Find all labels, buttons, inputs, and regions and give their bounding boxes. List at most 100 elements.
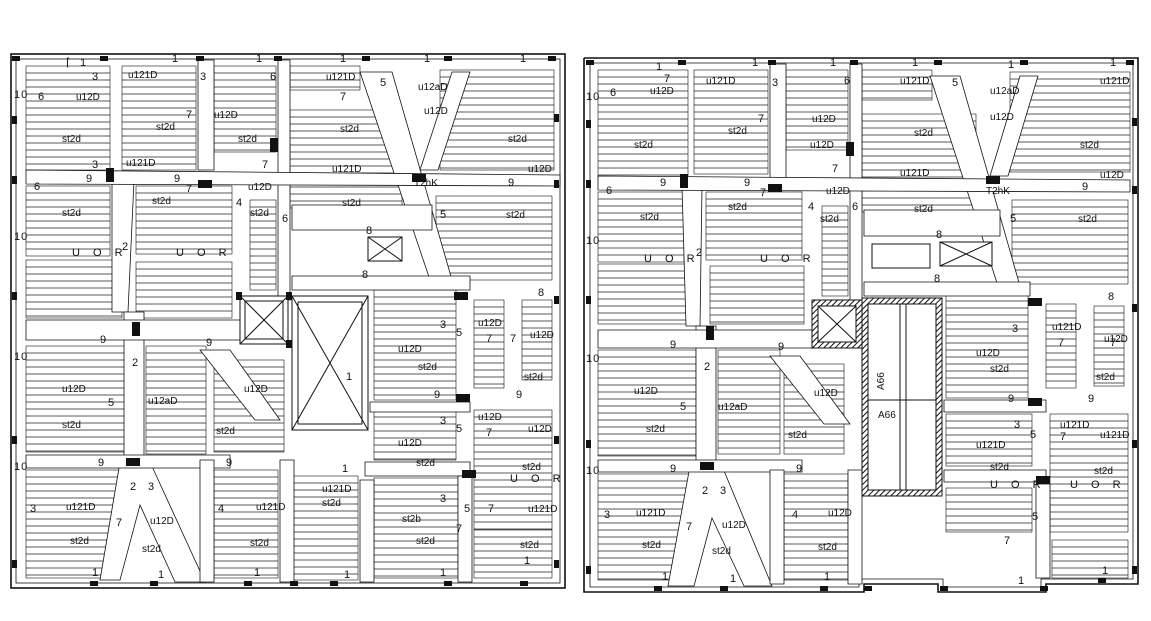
st-mark: st2d (62, 134, 81, 145)
beam-mark: 9 (206, 337, 213, 349)
slab-code: u12D (214, 110, 238, 121)
column (554, 436, 559, 444)
beam-mark: 3 (440, 415, 447, 427)
beam-mark: 1 (520, 53, 527, 65)
st-mark: st2d (1096, 372, 1115, 383)
column (1126, 60, 1134, 65)
beam-mark: 7 (510, 333, 517, 345)
slab-panel (249, 199, 277, 291)
beam-mark: 1 (524, 555, 531, 567)
beam-mark: 7 (1058, 337, 1065, 349)
column (820, 586, 828, 591)
st-mark: st2d (728, 126, 747, 137)
column (1036, 476, 1050, 484)
slab-code: u12aD (418, 82, 447, 93)
slab-code: u121D (900, 76, 929, 87)
slab-code: u12D (76, 92, 100, 103)
beam-mark: 8 (362, 269, 369, 281)
beam-mark: 9 (670, 463, 677, 475)
slab-panel (25, 65, 111, 171)
beam-mark: 3 (148, 481, 155, 493)
slab-panel (121, 65, 197, 171)
st-mark: st2d (646, 424, 665, 435)
slab-code: u12D (62, 384, 86, 395)
right-lift-core (811, 241, 993, 497)
column (1132, 186, 1137, 194)
slab-panel (945, 413, 1033, 467)
slab-code: u12aD (718, 402, 747, 413)
beam-mark: 1 (344, 569, 351, 581)
column (12, 176, 17, 184)
beam-mark: 3 (200, 71, 207, 83)
slab-code: u12D (528, 164, 552, 175)
beam-mark: 1 (1008, 59, 1015, 71)
column (290, 581, 298, 586)
slab-panel (945, 293, 1029, 399)
beam-mark: 1 (172, 53, 179, 65)
left-beam-strips (25, 59, 561, 583)
beam-mark: 9 (670, 339, 677, 351)
beam-mark: 1 (92, 567, 99, 579)
beam-mark: 7 (488, 503, 495, 515)
slab-panel (785, 69, 849, 151)
st-mark: st2d (788, 430, 807, 441)
slab-panel (861, 69, 933, 101)
column (456, 394, 470, 402)
column (126, 458, 140, 466)
slab-code: u121D (326, 72, 355, 83)
left-plan-outer-wall (10, 53, 566, 589)
slab-panel (597, 349, 697, 457)
slab-panel (135, 185, 233, 255)
column (244, 581, 252, 586)
left-lift-core (239, 236, 403, 431)
column (90, 581, 98, 586)
column (444, 581, 452, 586)
lift-code: A66 (878, 410, 896, 421)
beam-mark: 7 (262, 159, 269, 171)
beam-mark: 7 (486, 333, 493, 345)
beam-mark: 7 (686, 521, 693, 533)
beam-mark: 8 (936, 229, 943, 241)
slab-code: u121D (332, 164, 361, 175)
beam-mark: 10 (14, 231, 28, 243)
slab-code: T2hK (986, 186, 1010, 197)
beam-mark: 9 (1088, 393, 1095, 405)
beam-mark: 1 (440, 567, 447, 579)
column (12, 116, 17, 124)
column (864, 586, 872, 591)
slab-code: u121D (126, 158, 155, 169)
column (700, 462, 714, 470)
slab-code: u12D (634, 386, 658, 397)
beam-mark: 9 (778, 341, 785, 353)
st-mark: st2d (156, 122, 175, 133)
beam-mark: 7 (832, 163, 839, 175)
slab-code: u121D (636, 508, 665, 519)
beam-mark: 3 (92, 71, 99, 83)
slab-code: u12D (424, 106, 448, 117)
beam-mark: 1 (346, 371, 353, 383)
slab-panel (289, 65, 361, 91)
left-labels: ⌈ 1 1 1 1 1 1 3 3 6 6 10 7 7 5 3 6 9 9 7… (14, 53, 561, 581)
column (286, 340, 292, 348)
beam-mark: 4 (808, 201, 815, 213)
column (12, 436, 17, 444)
slab-code: u121D (256, 502, 285, 513)
slab-panel (25, 259, 123, 319)
slab-panel (693, 69, 769, 175)
beam-mark: 6 (270, 71, 277, 83)
beam-mark: 1 (730, 573, 737, 585)
slab-code: u12D (976, 348, 1000, 359)
right-labels: 1 1 1 1 1 1 7 3 6 10 6 5 7 6 9 9 7 7 4 6… (586, 57, 1129, 587)
st-mark: st2d (990, 462, 1009, 473)
slab-code: T2hK (414, 178, 438, 189)
column (236, 292, 242, 300)
beam-mark: 3 (440, 319, 447, 331)
column (12, 560, 17, 568)
beam-mark: 1 (830, 57, 837, 69)
st-mark: st2d (522, 462, 541, 473)
beam-mark: 4 (236, 197, 243, 209)
slab-code: u12D (828, 508, 852, 519)
column (586, 566, 591, 574)
st-mark: st2d (1080, 140, 1099, 151)
slab-code: u121D (1060, 420, 1089, 431)
